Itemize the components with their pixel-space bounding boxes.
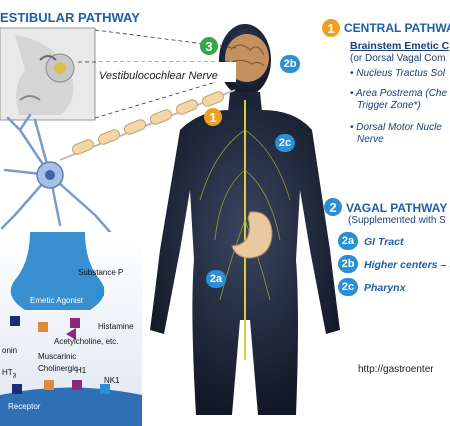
body-badge-3: 3 (200, 37, 218, 55)
ht3-subscript: 3 (12, 372, 17, 380)
badge-text: 2b (283, 58, 297, 70)
cholinergic-label: Cholinergic (38, 364, 79, 373)
ht3-label: HT3 (2, 368, 16, 380)
vestibulocochlear-nerve-label: Vestibulocochlear Nerve (99, 70, 218, 82)
neuron (0, 113, 112, 234)
acetylcholine-label: Acetylcholine, etc. (54, 337, 119, 346)
body-badge-2b: 2b (280, 55, 300, 73)
receptor-label: Receptor (8, 402, 41, 411)
badge-text: 2c (278, 137, 292, 149)
human-body (150, 24, 340, 415)
ear-inset (0, 27, 96, 121)
ht3-text: HT (2, 368, 13, 377)
body-badge-1: 1 (204, 108, 222, 126)
onin-label: onin (2, 346, 18, 355)
vagal-item-gi-tract: GI Tract (364, 236, 404, 248)
badge-text: 3 (205, 38, 213, 54)
histamine-label: Histamine (98, 322, 134, 331)
nk1-label: NK1 (104, 376, 120, 385)
h1-label: H1 (76, 366, 87, 375)
bullet-line-cont: Nerve (357, 134, 384, 145)
vagal-badge-2b: 2b (338, 255, 358, 273)
badge-text: 2a (341, 235, 355, 247)
vestibular-pathway-title: ESTIBULAR PATHWAY (0, 10, 140, 25)
bullet-line-cont: Trigger Zone*) (357, 100, 421, 111)
central-number-text: 1 (327, 20, 335, 36)
vagal-number-text: 2 (329, 199, 337, 215)
vagal-badge-2a: 2a (338, 232, 358, 250)
central-pathway-number: 1 (322, 19, 340, 37)
vagal-item-higher-centers: Higher centers – s (364, 259, 450, 271)
emetic-agonist-label: Emetic Agonist (30, 296, 83, 305)
axon (59, 89, 236, 161)
stomach (231, 211, 273, 259)
bullet-line: • Nucleus Tractus Sol (350, 68, 446, 79)
source-url: http://gastroenter (358, 364, 434, 375)
central-pathway-subtitle2: (or Dorsal Vagal Com (350, 53, 446, 64)
bullet-nucleus-tractus: • Nucleus Tractus Sol (350, 68, 445, 80)
receptor-inset (0, 232, 142, 426)
substance-p-label: Substance P (78, 268, 124, 277)
vagal-pathway-subtitle: (Supplemented with S (348, 215, 446, 226)
bullet-line: • Area Postrema (Che (350, 88, 448, 99)
bullet-line: • Dorsal Motor Nucle (350, 122, 442, 133)
vagal-pathway-title: VAGAL PATHWAY (346, 201, 448, 215)
badge-text: 1 (209, 109, 217, 125)
central-pathway-subtitle: Brainstem Emetic C (350, 40, 450, 52)
bullet-dorsal-motor: • Dorsal Motor Nucle Nerve (350, 122, 442, 146)
body-badge-2c: 2c (275, 134, 295, 152)
vagal-pathway-number: 2 (324, 198, 342, 216)
vagal-item-pharynx: Pharynx (364, 282, 406, 294)
badge-text: 2c (341, 281, 355, 293)
badge-text: 2b (341, 258, 355, 270)
bullet-area-postrema: • Area Postrema (Che Trigger Zone*) (350, 88, 447, 112)
body-badge-2a: 2a (206, 270, 226, 288)
muscarinic-label: Muscarinic (38, 352, 77, 361)
vagal-badge-2c: 2c (338, 278, 358, 296)
central-pathway-title: CENTRAL PATHWAY (344, 21, 450, 35)
badge-text: 2a (209, 273, 223, 285)
